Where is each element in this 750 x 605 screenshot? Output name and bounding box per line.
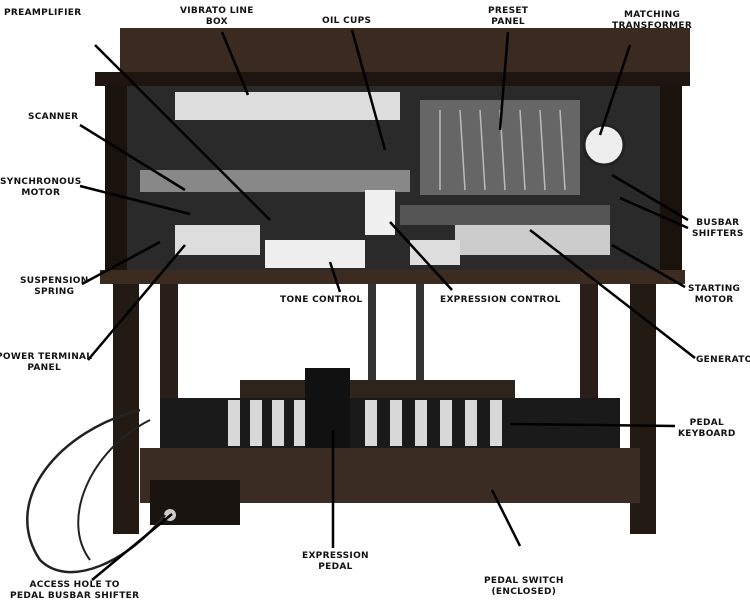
label-oil-cups: OIL CUPS	[322, 16, 371, 27]
matching-transformer	[582, 123, 626, 167]
label-generator: GENERATOR	[696, 355, 750, 366]
label-text: SYNCHRONOUS	[0, 177, 82, 187]
generator	[455, 225, 610, 255]
label-preamplifier: PREAMPLIFIER	[4, 8, 81, 19]
label-text: PANEL	[27, 363, 61, 373]
leg	[113, 284, 139, 534]
label-text: PREAMPLIFIER	[4, 8, 82, 18]
label-text: SCANNER	[28, 112, 79, 122]
label-text: TRANSFORMER	[612, 21, 693, 31]
label-text: PRESET	[488, 6, 529, 16]
label-text: PEDAL	[318, 562, 353, 572]
label-text: MOTOR	[21, 188, 61, 198]
label-text: SPRING	[34, 287, 75, 297]
label-tone-control: TONE CONTROL	[280, 295, 362, 306]
label-text: VIBRATO LINE	[180, 6, 254, 16]
label-text: SHIFTERS	[692, 229, 744, 239]
label-text: BUSBAR	[696, 218, 740, 228]
label-text: PEDAL BUSBAR SHIFTER	[10, 591, 140, 601]
label-text: EXPRESSION	[302, 551, 369, 561]
label-text: PEDAL SWITCH	[484, 576, 564, 586]
label-text: POWER TERMINAL	[0, 352, 93, 362]
label-text: TONE CONTROL	[280, 295, 363, 305]
label-scanner: SCANNER	[28, 112, 78, 123]
label-text: MOTOR	[694, 295, 734, 305]
organ-lid	[120, 28, 690, 80]
label-text: GENERATOR	[696, 355, 750, 365]
label-text: BOX	[205, 17, 228, 27]
label-text: OIL CUPS	[322, 16, 372, 26]
label-text: (ENCLOSED)	[491, 587, 557, 597]
label-text: STARTING	[688, 284, 741, 294]
label-text: MATCHING	[623, 10, 681, 20]
vibrato-line-box	[175, 92, 400, 120]
label-expression-control: EXPRESSION CONTROL	[440, 295, 561, 306]
label-text: EXPRESSION CONTROL	[440, 295, 561, 305]
label-text: KEYBOARD	[678, 429, 736, 439]
label-text: PEDAL	[689, 418, 725, 428]
leader-lines	[79, 29, 696, 581]
label-text: SUSPENSION	[20, 276, 89, 286]
label-text: ACCESS HOLE TO	[29, 580, 120, 590]
label-text: PANEL	[491, 17, 525, 27]
expression-pedal	[305, 368, 350, 458]
label-pedal-switch: PEDAL SWITCH(ENCLOSED)	[484, 576, 564, 598]
